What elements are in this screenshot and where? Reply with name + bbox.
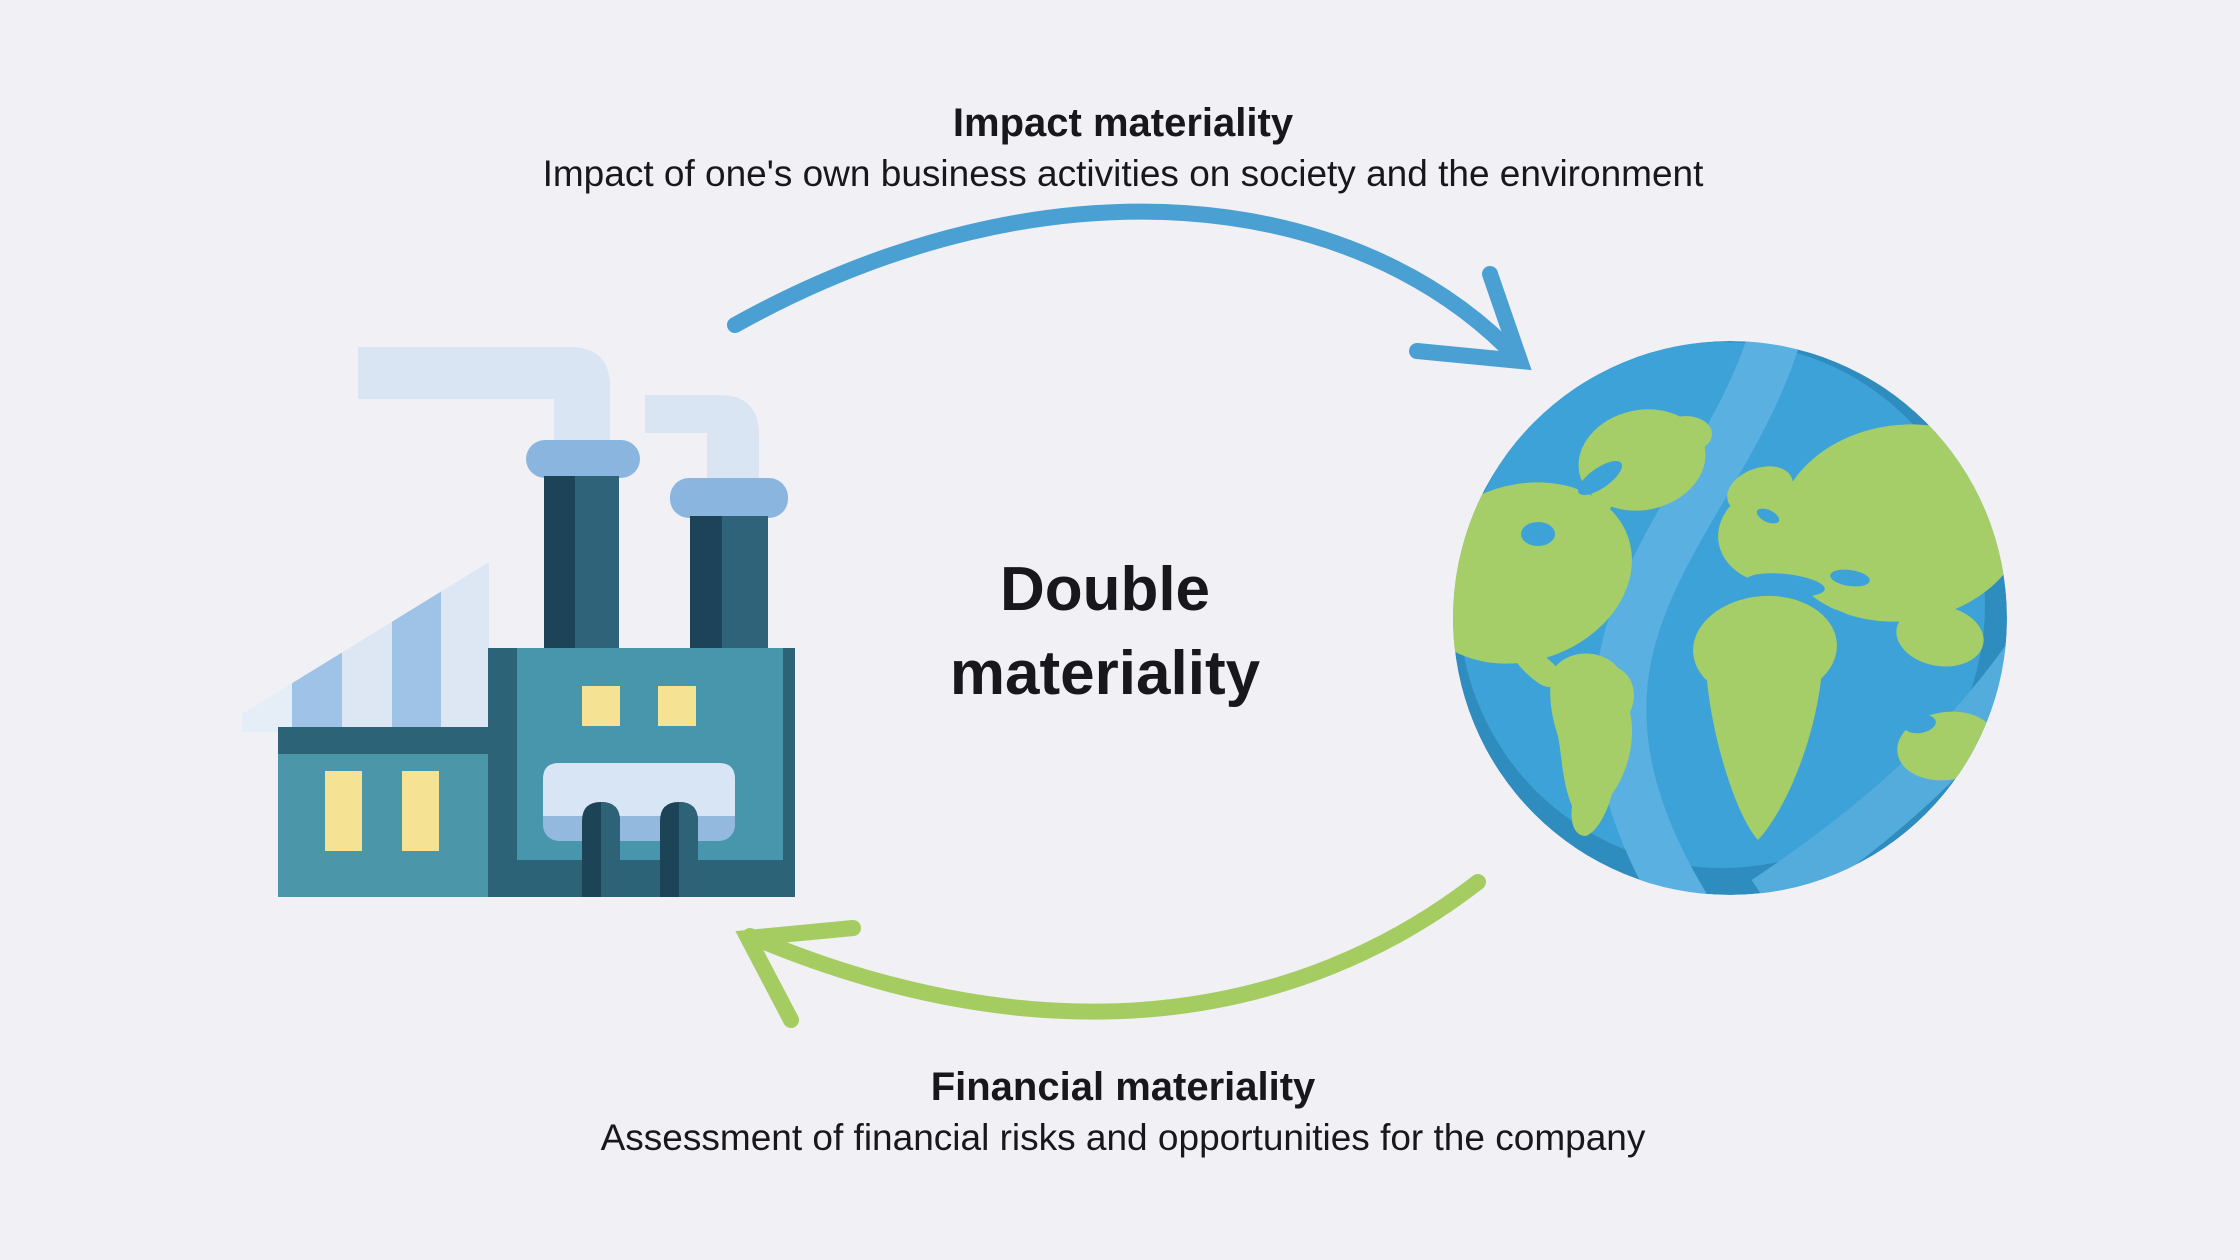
financial-materiality-subtitle: Assessment of financial risks and opport… xyxy=(600,1117,1646,1158)
page-title: Double materiality xyxy=(775,548,1435,716)
financial-materiality-heading: Financial materiality xyxy=(930,1065,1316,1109)
impact-materiality-heading: Impact materiality xyxy=(952,101,1294,145)
page-title-line2: materiality xyxy=(949,639,1261,708)
page-title-line1: Double xyxy=(999,555,1211,624)
globe-icon xyxy=(1453,341,2007,895)
financial-materiality-block: Financial materiality Assessment of fina… xyxy=(0,1064,2240,1160)
impact-materiality-subtitle: Impact of one's own business activities … xyxy=(542,153,1704,194)
impact-materiality-block: Impact materiality Impact of one's own b… xyxy=(0,100,2240,196)
